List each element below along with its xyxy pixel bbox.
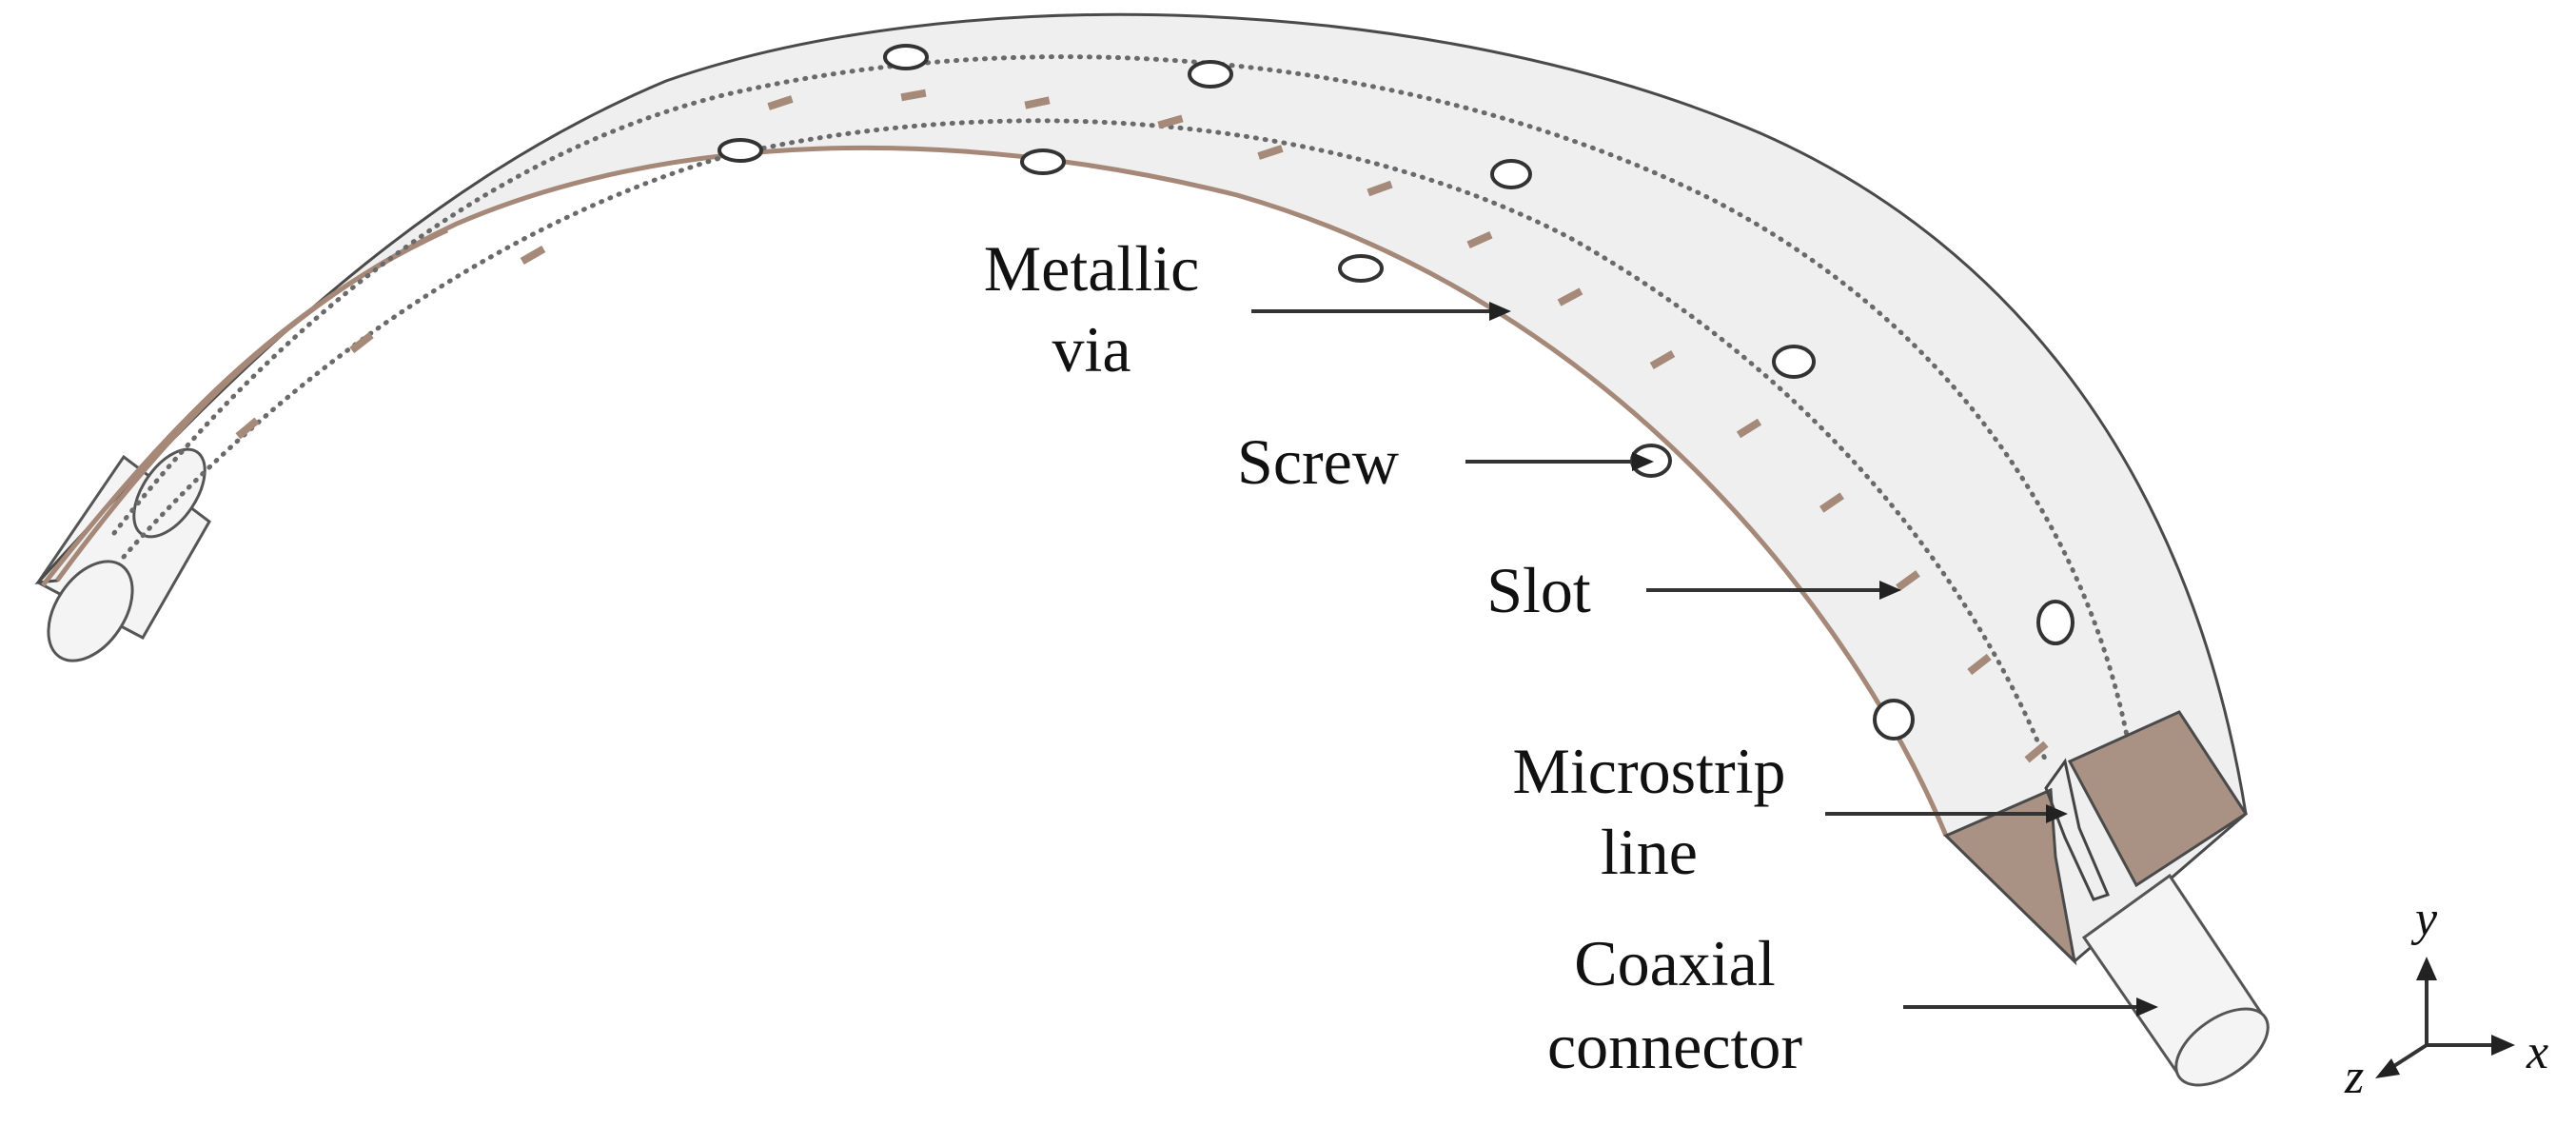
screw-hole xyxy=(883,44,929,70)
right-coaxial-connector xyxy=(2081,873,2270,1087)
curved-substrate xyxy=(34,12,2248,964)
x-axis-arrowhead xyxy=(2491,1035,2515,1056)
slot xyxy=(1736,418,1762,439)
slot-label: Slot xyxy=(1486,554,1591,626)
slot-arrowhead xyxy=(1879,581,1901,600)
coaxial-arrowhead xyxy=(2136,998,2158,1017)
slot xyxy=(1367,180,1393,197)
screw-hole xyxy=(718,138,763,163)
screw-hole xyxy=(1020,148,1066,175)
slot xyxy=(235,417,260,440)
slot xyxy=(520,246,546,265)
slot xyxy=(900,89,927,102)
coaxial-label-line1: Coaxial xyxy=(1574,927,1776,999)
slot xyxy=(1466,231,1493,248)
microstrip-arrowhead xyxy=(2046,804,2068,823)
z-axis-label: z xyxy=(2344,1050,2364,1104)
y-axis-arrowhead xyxy=(2416,957,2437,980)
screw-hole xyxy=(1873,699,1915,741)
slot xyxy=(1157,114,1184,129)
y-axis-label: y xyxy=(2410,892,2438,946)
microstrip-line xyxy=(2044,758,2111,901)
x-axis-label: x xyxy=(2526,1025,2548,1079)
screw-hole xyxy=(1490,159,1532,189)
slots xyxy=(235,89,2049,763)
left-coaxial-connector xyxy=(35,447,211,662)
slot xyxy=(349,331,374,354)
coaxial-label-line2: connector xyxy=(1547,1010,1802,1082)
screw-arrowhead xyxy=(1632,452,1654,471)
microstrip-label-line2: line xyxy=(1601,816,1698,888)
z-axis-arrowhead xyxy=(2375,1058,2400,1078)
slot xyxy=(2024,741,2049,763)
slot xyxy=(1967,653,1992,676)
screw-label: Screw xyxy=(1237,425,1399,498)
slot xyxy=(1896,570,1920,591)
metallic-via-label-line1: Metallic xyxy=(984,232,1200,305)
slot xyxy=(1257,145,1284,160)
coordinate-axes: y x z xyxy=(2344,892,2548,1104)
slot xyxy=(767,95,794,110)
slot xyxy=(1819,492,1845,513)
feed-pads xyxy=(1943,710,2249,966)
metallic-via-label-line2: via xyxy=(1052,313,1131,385)
screw-hole xyxy=(1188,60,1233,89)
slot xyxy=(1557,287,1583,306)
microstrip-label-line1: Microstrip xyxy=(1512,735,1785,807)
screw-hole xyxy=(2036,600,2075,645)
metallic-via-arrowhead xyxy=(1489,302,1511,321)
screw-hole xyxy=(1772,345,1816,379)
leader-arrows xyxy=(1251,302,2158,1017)
callout-labels: Metallic via Screw Slot Microstrip line … xyxy=(984,232,1803,1082)
slot xyxy=(1024,96,1051,109)
screw-hole xyxy=(1338,254,1384,283)
slot xyxy=(1649,350,1676,369)
